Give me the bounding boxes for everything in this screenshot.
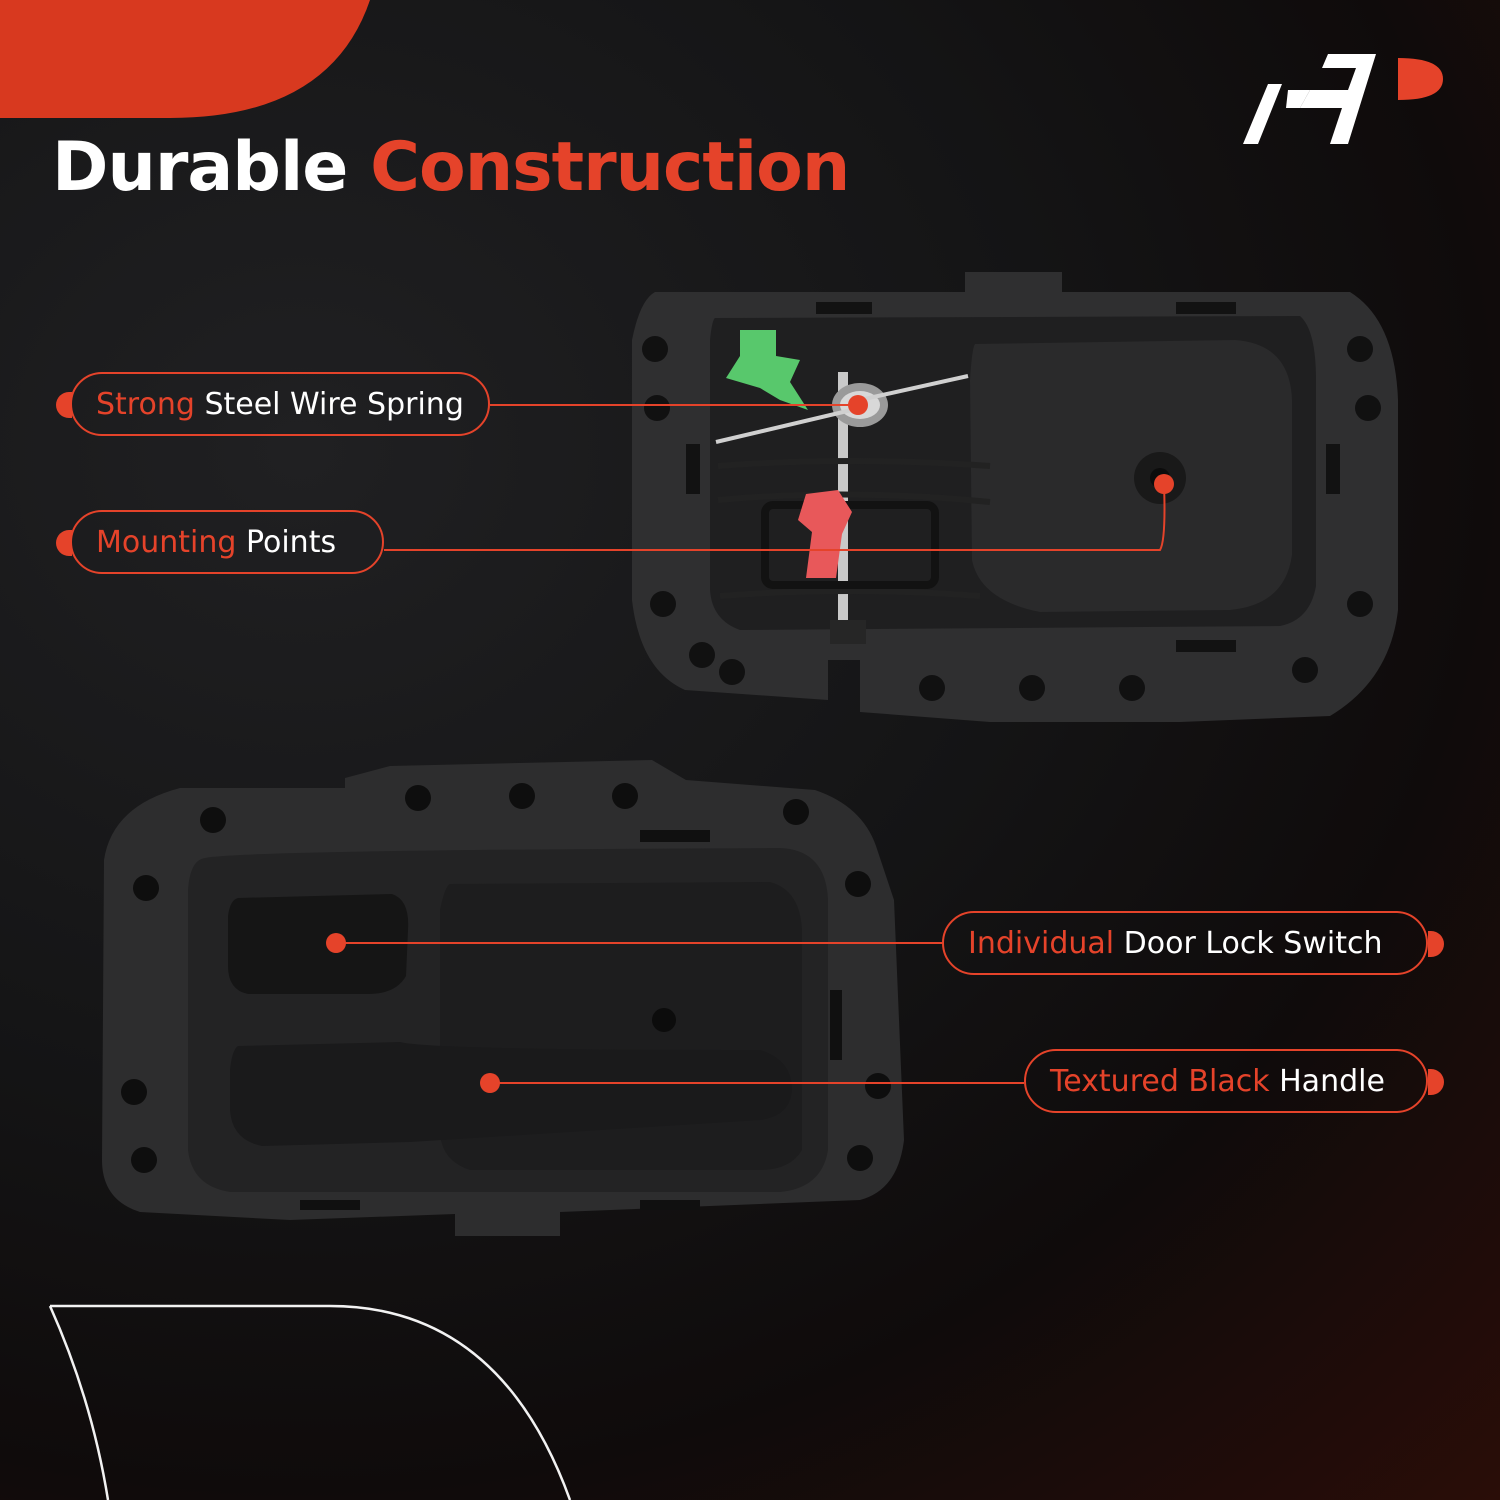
- callout-leader-lines: [336, 404, 1166, 1084]
- callout-door-lock-switch: Individual Door Lock Switch: [942, 911, 1428, 975]
- callout-bullet-icon: [1428, 1069, 1444, 1095]
- callout-text: Steel Wire Spring: [204, 386, 464, 422]
- callout-bullet-icon: [1428, 931, 1444, 957]
- callout-accent-text: Strong: [96, 386, 195, 422]
- callout-bullet-icon: [56, 392, 72, 418]
- callout-text: Points: [245, 524, 337, 560]
- brand-logo-icon: [1243, 54, 1443, 144]
- callout-accent-text: Textured Black: [1050, 1063, 1270, 1099]
- corner-accent-shape: [0, 0, 370, 118]
- callout-text: Handle: [1279, 1063, 1385, 1099]
- callout-anchor-dots: [326, 395, 1174, 1093]
- door-handle-back-view: [632, 272, 1398, 722]
- title-word-accent: Construction: [370, 128, 850, 207]
- callout-steel-wire-spring: Strong Steel Wire Spring: [70, 372, 490, 436]
- callout-mounting-points: Mounting Points: [70, 510, 384, 574]
- callout-text: Door Lock Switch: [1123, 925, 1383, 961]
- callout-textured-black-handle: Textured Black Handle: [1024, 1049, 1428, 1113]
- door-handle-front-view: [102, 760, 904, 1236]
- page-title: Durable Construction: [52, 128, 850, 207]
- callout-accent-text: Individual: [968, 925, 1115, 961]
- callout-bullet-icon: [56, 530, 72, 556]
- callout-accent-text: Mounting: [96, 524, 237, 560]
- title-word-primary: Durable: [52, 128, 348, 207]
